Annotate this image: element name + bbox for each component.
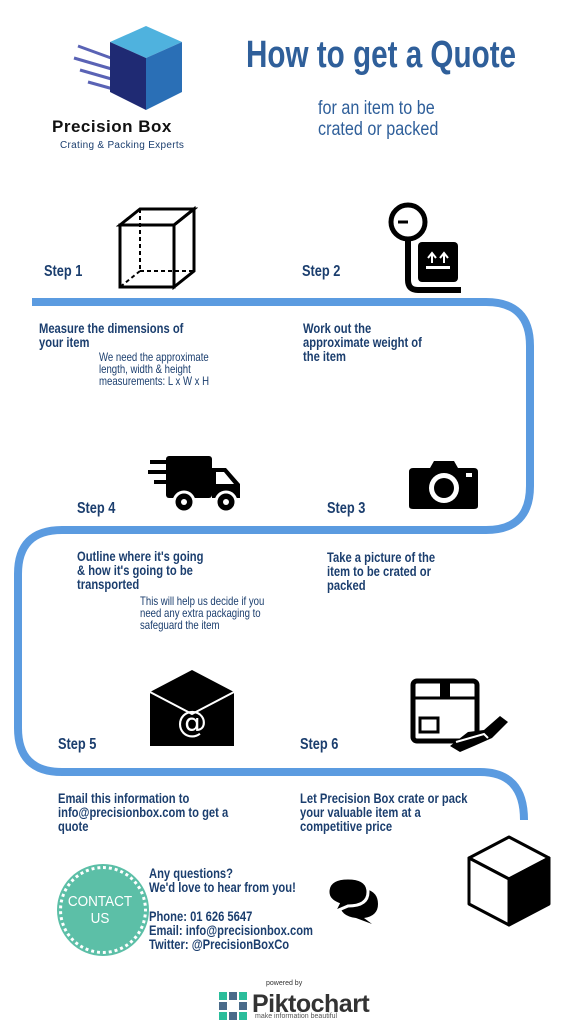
page-title: How to get a Quote (246, 34, 517, 76)
step-1-note: We need the approximate length, width & … (99, 350, 210, 388)
step-4-label: Step 4 (77, 500, 116, 517)
step-6-text: Let Precision Box crate or pack your val… (300, 790, 468, 834)
contact-us-badge[interactable] (59, 866, 147, 954)
piktochart-logo-icon (219, 992, 247, 1020)
step-4-text: Outline where it's going & how it's goin… (77, 548, 204, 592)
piktochart-wordmark: Piktochart (252, 990, 370, 1018)
step-1-text: Measure the dimensions of your item (39, 320, 184, 350)
step-2-label: Step 2 (302, 263, 341, 280)
step-2-text: Work out the approximate weight of the i… (303, 320, 422, 364)
contact-us-label: CONTACT US (67, 893, 133, 927)
step-5-label: Step 5 (58, 736, 97, 753)
crate-handover-icon (410, 678, 508, 752)
contact-intro: Any questions? We'd love to hear from yo… (149, 865, 296, 895)
cube-logo-icon (73, 26, 182, 110)
step-5-text: Email this information to info@precision… (58, 790, 229, 834)
email-envelope-icon: @ (149, 670, 235, 746)
step-3-label: Step 3 (327, 500, 366, 517)
camera-icon (409, 461, 478, 509)
brand-name: Precision Box (52, 117, 172, 136)
cube-dimensions-icon (116, 205, 198, 290)
scale-weight-icon (388, 202, 461, 293)
delivery-truck-icon (148, 456, 240, 514)
logo (70, 22, 200, 117)
step-6-label: Step 6 (300, 736, 339, 753)
powered-by-text: powered by (266, 980, 303, 987)
step-4-note: This will help us decide if you need any… (140, 594, 265, 632)
step-3-text: Take a picture of the item to be crated … (327, 549, 436, 593)
svg-text:@: @ (177, 705, 207, 740)
chat-bubbles-icon (326, 876, 378, 924)
brand-tagline: Crating & Packing Experts (60, 140, 185, 151)
piktochart-tagline: make information beautiful (255, 1013, 338, 1020)
step-1-label: Step 1 (44, 263, 83, 280)
finished-box-icon (467, 835, 551, 927)
page-subtitle: for an item to be crated or packed (318, 98, 439, 140)
contact-details: Phone: 01 626 5647 Email: info@precision… (149, 908, 314, 952)
